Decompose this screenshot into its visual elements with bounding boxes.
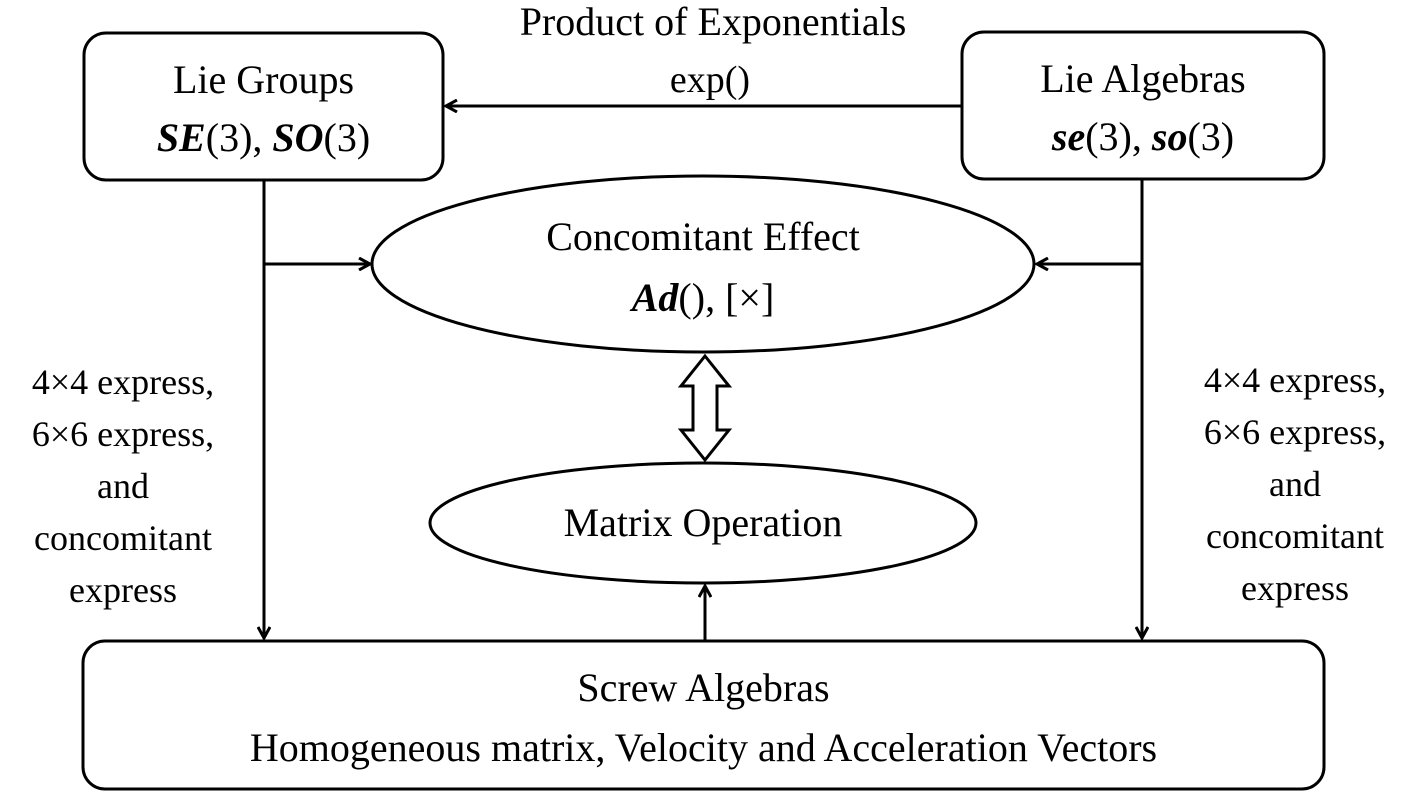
matrix-operation-ellipse <box>428 461 978 585</box>
matrix-operation-title: Matrix Operation <box>563 500 843 545</box>
concomitant-symbols: Ad(), [×] <box>372 274 1034 322</box>
lie-groups-symbols: SE(3), SO(3) <box>84 114 443 162</box>
right-edge-label: 4×4 express, 6×6 express, and concomitan… <box>1165 354 1416 614</box>
so3-arg: (3) <box>323 115 371 160</box>
left-label-line: 6×6 express, <box>31 414 215 454</box>
lie-groups-title: Lie Groups <box>172 57 355 102</box>
se3-arg: (3), <box>205 115 273 160</box>
left-label-line: express <box>69 570 177 610</box>
so3-algebra-arg: (3) <box>1187 114 1235 159</box>
concomitant-ellipse <box>370 174 1036 354</box>
screw-algebras-subtitle: Homogeneous matrix, Velocity and Acceler… <box>249 725 1158 770</box>
right-label-line: 6×6 express, <box>1203 412 1387 452</box>
right-label-line: concomitant <box>1206 516 1384 556</box>
so3-algebra-symbol: so <box>1151 114 1188 159</box>
se3-algebra-symbol: se <box>1051 114 1086 159</box>
se3-algebra-arg: (3), <box>1085 114 1152 159</box>
double-arrow-icon <box>677 353 733 463</box>
top-edge-label: Product of Exponentials <box>519 0 907 44</box>
ad-rest: (), [×] <box>678 275 775 320</box>
right-label-line: express <box>1241 568 1349 608</box>
left-label-line: and <box>97 466 149 506</box>
screw-algebras-title: Screw Algebras <box>577 665 830 710</box>
right-label-line: 4×4 express, <box>1203 360 1387 400</box>
right-label-line: and <box>1269 464 1321 504</box>
left-edge-label: 4×4 express, 6×6 express, and concomitan… <box>0 356 253 616</box>
left-label-line: concomitant <box>34 518 212 558</box>
se3-symbol: SE <box>156 115 206 160</box>
left-label-line: 4×4 express, <box>31 362 215 402</box>
lie-algebras-title: Lie Algebras <box>1040 56 1246 101</box>
so3-symbol: SO <box>272 115 324 160</box>
ad-symbol: Ad <box>631 275 679 320</box>
lie-algebras-symbols: se(3), so(3) <box>962 113 1324 161</box>
exp-label: exp() <box>669 59 751 101</box>
concomitant-title: Concomitant Effect <box>546 214 860 259</box>
